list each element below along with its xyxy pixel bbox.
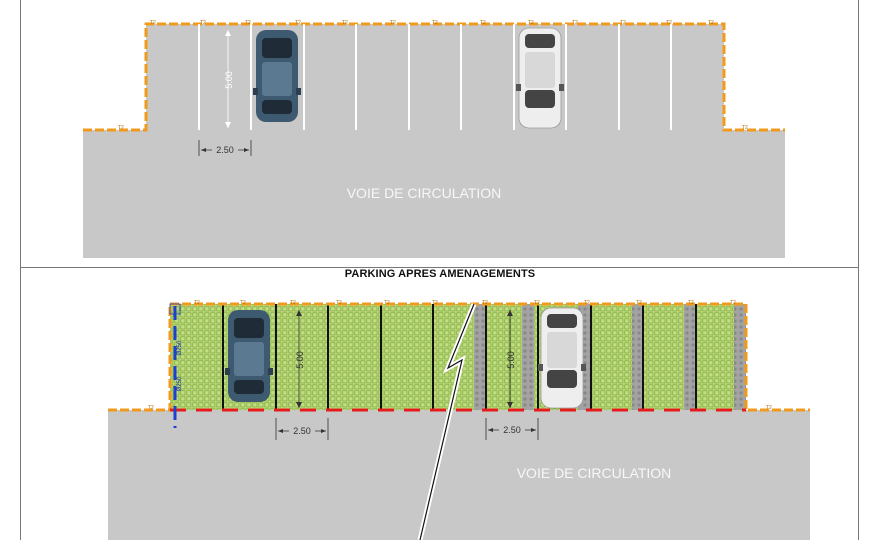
svg-text:T2: T2 [150, 20, 156, 26]
frame-right-border [858, 0, 859, 540]
before-dark-car [253, 30, 301, 122]
svg-text:T2: T2 [730, 300, 736, 306]
svg-text:T2: T2 [688, 300, 694, 306]
before-parking-area [146, 24, 724, 130]
svg-text:T2: T2 [620, 20, 626, 26]
svg-text:T2: T2 [482, 300, 488, 306]
before-white-car [516, 27, 564, 129]
svg-text:T2: T2 [240, 300, 246, 306]
after-depth-label-left: 5.00 [295, 351, 305, 369]
svg-text:T2: T2 [390, 20, 396, 26]
after-dark-car [225, 310, 273, 402]
before-depth-label: 5.00 [224, 71, 234, 89]
before-fence-tags: T2 T2 T2 T2 T2 T2 T2 T2 T2 T2 T2 T2 T2 T… [118, 20, 748, 131]
before-width-dimension: 2.50 [198, 140, 252, 156]
svg-text:T2: T2 [742, 125, 748, 131]
after-white-car [538, 307, 586, 409]
before-road-label: VOIE DE CIRCULATION [347, 185, 502, 201]
svg-text:T2: T2 [342, 20, 348, 26]
svg-text:T2: T2 [708, 20, 714, 26]
after-width-dimension-right: 2.50 [485, 418, 539, 440]
svg-text:T2: T2 [384, 300, 390, 306]
before-fence [83, 22, 785, 132]
after-width-label-right: 2.50 [503, 425, 521, 435]
after-grass-area [170, 304, 470, 410]
svg-text:T2: T2 [584, 300, 590, 306]
svg-text:T2: T2 [432, 300, 438, 306]
after-road-label: VOIE DE CIRCULATION [517, 465, 672, 481]
svg-text:T2: T2 [432, 20, 438, 26]
after-blue-tag-1: Ø250 [177, 340, 183, 355]
after-blue-tag-2: Ø250 [177, 376, 183, 391]
frame-divider [20, 267, 859, 268]
after-stall-lines [222, 304, 697, 410]
svg-text:T2: T2 [118, 125, 124, 131]
after-depth-dimension-right: 5.00 [506, 310, 516, 408]
after-blue-pipe: Ø250 Ø250 [169, 303, 183, 428]
svg-text:T2: T2 [666, 20, 672, 26]
before-panel: T2 T2 T2 T2 T2 T2 T2 T2 T2 T2 T2 T2 T2 T… [83, 20, 785, 258]
svg-text:T2: T2 [200, 20, 206, 26]
after-mixed-area [470, 304, 746, 410]
after-fence-tags: T2 T2 T2 T2 T2 T2 T2 T2 T2 T2 T2 T2 T2 T… [148, 300, 772, 411]
after-panel: T2 T2 T2 T2 T2 T2 T2 T2 T2 T2 T2 T2 T2 T… [108, 300, 810, 540]
after-depth-dimension-left: 5.00 [295, 310, 305, 408]
svg-text:T2: T2 [148, 405, 154, 411]
svg-text:T2: T2 [194, 300, 200, 306]
after-break-line [417, 303, 477, 540]
after-depth-label-right: 5.00 [506, 351, 516, 369]
svg-text:T2: T2 [245, 20, 251, 26]
after-fence [108, 302, 810, 412]
before-width-label: 2.50 [216, 145, 234, 155]
svg-text:T2: T2 [534, 300, 540, 306]
svg-text:T2: T2 [528, 20, 534, 26]
before-depth-dimension: 5.00 [224, 30, 234, 128]
after-width-label-left: 2.50 [293, 426, 311, 436]
svg-text:T2: T2 [336, 300, 342, 306]
after-road [108, 410, 810, 540]
svg-text:T2: T2 [290, 300, 296, 306]
svg-text:T2: T2 [295, 20, 301, 26]
before-stall-lines [198, 24, 672, 130]
svg-text:T2: T2 [636, 300, 642, 306]
after-width-dimension-left: 2.50 [275, 418, 329, 440]
svg-text:T2: T2 [766, 405, 772, 411]
before-road [83, 130, 785, 258]
frame-left-border [20, 0, 21, 540]
svg-text:T2: T2 [572, 20, 578, 26]
svg-text:T2: T2 [480, 20, 486, 26]
after-panel-title: PARKING APRES AMENAGEMENTS [344, 268, 536, 280]
